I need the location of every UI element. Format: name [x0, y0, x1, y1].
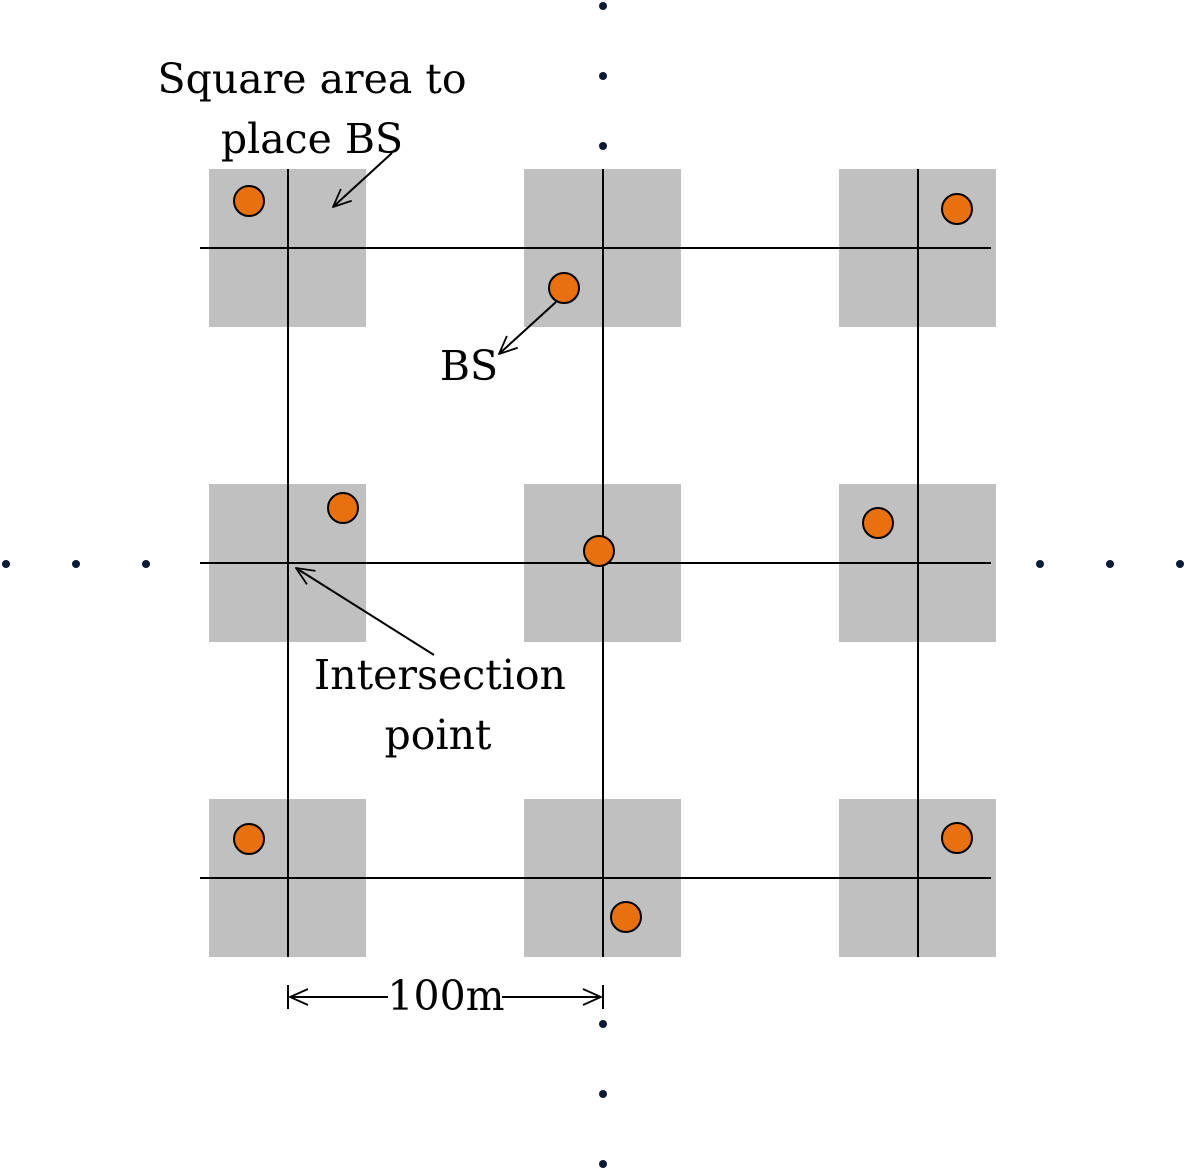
- ellipsis-dot: [1036, 560, 1044, 568]
- ellipsis-dot: [599, 1160, 607, 1168]
- intersection-label-line1: Intersection: [314, 651, 566, 699]
- base-station: [583, 535, 615, 567]
- spacing-label: 100m: [387, 972, 504, 1020]
- bs-label: BS: [440, 342, 498, 390]
- base-station: [610, 901, 642, 933]
- ellipsis-dot: [142, 560, 150, 568]
- ellipsis-dot: [599, 2, 607, 10]
- square-area-arrow: [333, 152, 393, 207]
- base-station: [233, 185, 265, 217]
- ellipsis-dot: [599, 1090, 607, 1098]
- ellipsis-dot: [599, 1020, 607, 1028]
- base-station: [548, 272, 580, 304]
- square-area-label-line1: Square area to: [157, 55, 466, 103]
- intersection-label-line2: point: [385, 711, 492, 759]
- annotation-arrows: [296, 152, 557, 656]
- base-station: [327, 492, 359, 524]
- bs-arrow: [499, 301, 557, 354]
- intersection-arrow: [296, 568, 435, 656]
- ellipsis-dot: [1176, 560, 1184, 568]
- ellipsis-dot: [2, 560, 10, 568]
- base-station: [862, 507, 894, 539]
- ellipsis-dot: [72, 560, 80, 568]
- ellipsis-dot: [599, 142, 607, 150]
- base-station: [233, 823, 265, 855]
- base-station: [941, 822, 973, 854]
- base-stations: [233, 185, 973, 933]
- spacing-dimension: [287, 985, 604, 1009]
- ellipsis-dot: [1106, 560, 1114, 568]
- ellipsis-dot: [599, 72, 607, 80]
- square-area-label-line2: place BS: [221, 115, 403, 163]
- base-station: [941, 193, 973, 225]
